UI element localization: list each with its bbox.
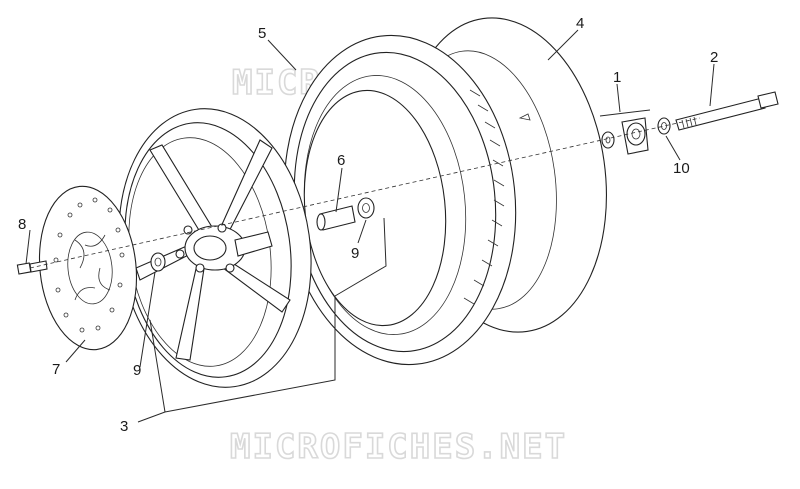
bearing-left	[150, 252, 166, 272]
watermark-bottom: MICROFICHES.NET	[230, 427, 567, 467]
brake-disc	[38, 185, 138, 351]
wheel-hub	[175, 223, 273, 273]
axis-line	[29, 117, 701, 269]
callout-9-left: 9	[133, 362, 141, 379]
callout-3: 3	[120, 418, 128, 435]
tyre	[283, 34, 517, 366]
callout-8: 8	[18, 216, 26, 233]
callout-4: 4	[576, 15, 584, 32]
brake-disc-holes	[53, 197, 125, 333]
spacer-tube	[316, 205, 356, 231]
wheel-rim	[118, 108, 312, 388]
washer	[657, 117, 671, 135]
callout-7: 7	[52, 361, 60, 378]
bearing-right	[357, 197, 375, 219]
axle	[675, 91, 779, 131]
speedo-drive	[601, 117, 649, 155]
callout-9-right: 9	[351, 245, 359, 262]
callout-6: 6	[337, 152, 345, 169]
callout-2: 2	[710, 49, 718, 66]
leader-lines	[25, 29, 715, 423]
callout-1: 1	[613, 69, 621, 86]
callout-5: 5	[258, 25, 266, 42]
callout-10: 10	[673, 160, 690, 177]
